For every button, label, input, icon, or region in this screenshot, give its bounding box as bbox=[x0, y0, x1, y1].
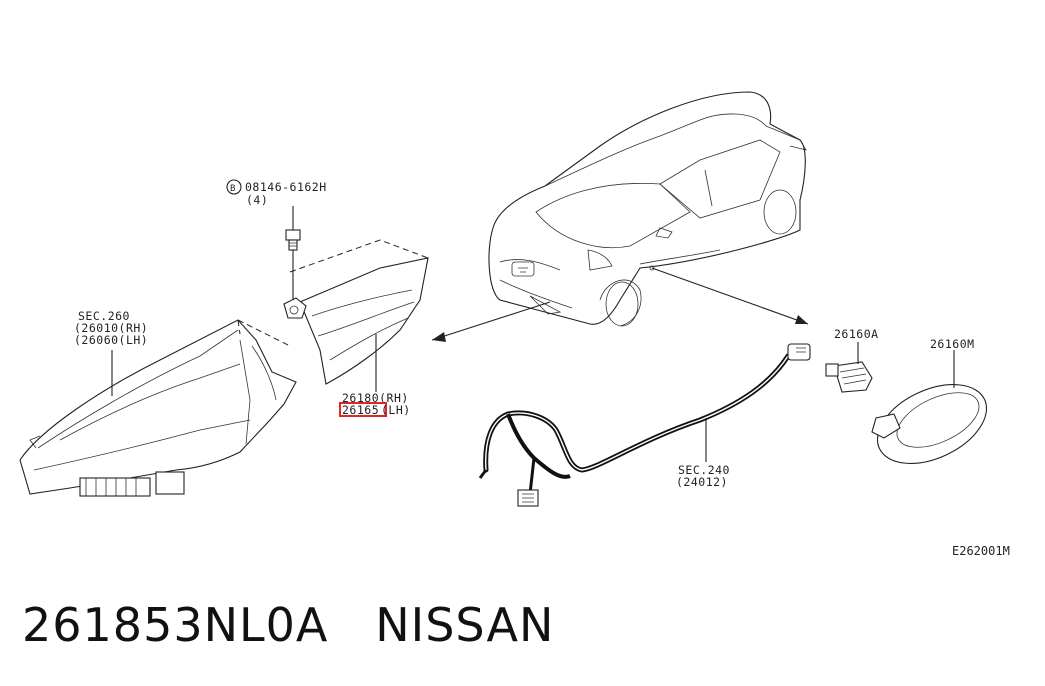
harness-sec-label: SEC.240 bbox=[678, 463, 730, 477]
car-illustration bbox=[488, 91, 807, 327]
headlamp-rh-label: (26010(RH) bbox=[74, 321, 148, 335]
caption-part-number: 261853NL0A bbox=[22, 598, 329, 652]
dashed-guide bbox=[237, 239, 429, 347]
part-highlight-box bbox=[339, 402, 387, 417]
headlamp-sec-label: SEC.260 bbox=[78, 309, 130, 323]
pointer-arrows bbox=[431, 267, 809, 342]
bolt bbox=[285, 206, 301, 300]
bulb-label: 26160A bbox=[834, 327, 879, 341]
headlamp-lh-label: (26060(LH) bbox=[74, 333, 148, 347]
side-turn-lamp bbox=[871, 350, 988, 464]
bolt-qty-label: (4) bbox=[246, 193, 268, 207]
part-caption: 261853NL0A NISSAN bbox=[22, 598, 554, 652]
bolt-marker-circle bbox=[226, 179, 242, 195]
harness-num-label: (24012) bbox=[676, 475, 728, 489]
bracket-lh-suffix: (LH) bbox=[381, 403, 411, 417]
bulb-socket bbox=[825, 342, 873, 393]
headlamp-bracket bbox=[283, 257, 429, 385]
bracket-rh-label: 26180(RH) bbox=[342, 391, 409, 405]
bolt-marker: B bbox=[230, 184, 236, 194]
caption-brand: NISSAN bbox=[375, 598, 555, 652]
wiring-harness bbox=[478, 343, 811, 507]
bolt-part-label: 08146-6162H bbox=[245, 180, 327, 194]
diagram-code: E262001M bbox=[952, 544, 1010, 558]
headlamp-assembly bbox=[19, 319, 297, 497]
bracket-lh-number: 26165 bbox=[342, 403, 379, 417]
bolt-callout: B 08146-6162H (4) bbox=[226, 179, 327, 207]
side-lamp-label: 26160M bbox=[930, 337, 975, 351]
